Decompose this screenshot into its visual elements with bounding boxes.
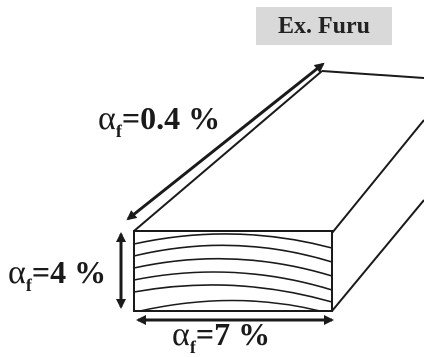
alpha-symbol: α [98,100,116,137]
tangential-shrinkage-label: αf=7 % [172,316,271,357]
subscript-f: f [115,121,122,141]
growth-ring [133,284,333,303]
board-edge-top-back [321,70,424,79]
longitudinal-shrinkage-label: αf=0.4 % [98,100,221,141]
board-edge-bottom-right [331,199,424,312]
alpha-symbol: α [172,316,190,353]
growth-ring [133,271,333,291]
title-badge [256,7,392,45]
growth-ring [133,233,333,249]
growth-ring [139,299,321,312]
shrinkage-value: =7 % [195,316,271,352]
shrinkage-value: =4 % [31,254,107,290]
subscript-f: f [25,275,32,295]
board-edge-top-left [133,70,323,232]
alpha-symbol: α [8,254,26,291]
radial-shrinkage-label: αf=4 % [8,254,107,295]
board-end-face [133,230,333,312]
growth-ring [133,244,333,263]
subscript-f: f [189,337,196,357]
growth-rings [133,233,333,312]
longitudinal-arrow [126,62,325,221]
end-grain-face [133,230,333,312]
board-edge-top-right [331,119,424,234]
title-text: Ex. Furu [277,13,370,39]
shrinkage-value: =0.4 % [121,100,221,136]
growth-ring [133,257,333,277]
